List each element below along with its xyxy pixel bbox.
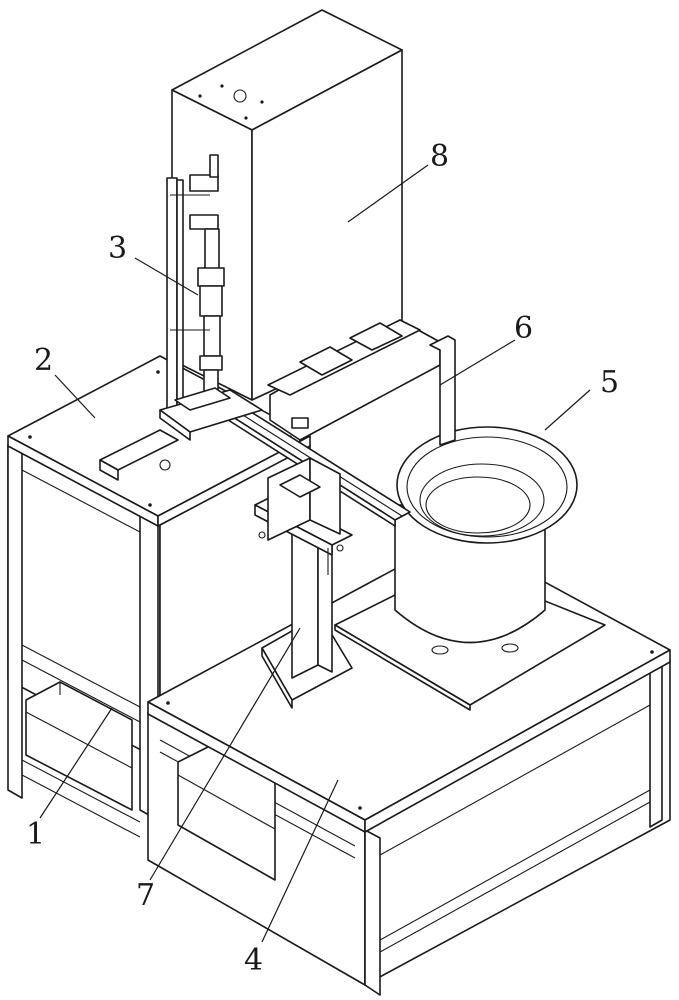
label-6: 6: [514, 311, 533, 346]
support-arm: [267, 319, 456, 446]
label-4: 4: [244, 943, 263, 978]
right-table-frame: [147, 659, 671, 996]
pneumatic-gripper: [99, 387, 309, 481]
label-2: 2: [34, 343, 53, 378]
pedestal-stand: [254, 457, 353, 709]
callout-labels: 1 2 3 4 5 6 7 8: [26, 139, 619, 978]
leader-lines: [39, 164, 591, 943]
label-8: 8: [430, 139, 449, 174]
label-5: 5: [600, 365, 619, 400]
label-1: 1: [26, 817, 45, 852]
label-7: 7: [136, 878, 155, 913]
label-3: 3: [108, 231, 127, 266]
vibratory-bowl: [394, 426, 578, 655]
